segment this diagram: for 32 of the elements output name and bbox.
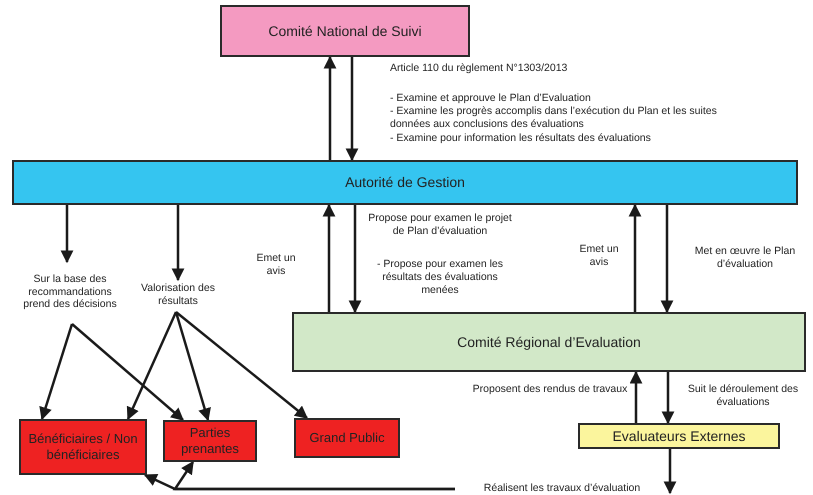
arrow xyxy=(324,56,336,160)
audience-box: Grand Public xyxy=(294,418,400,458)
arrow xyxy=(172,460,455,490)
evaluators-box: Evaluateurs Externes xyxy=(578,423,780,449)
arrow xyxy=(175,311,308,419)
note-text: Article 110 du règlement N°1303/2013 xyxy=(390,62,568,75)
authority-band: Autorité de Gestion xyxy=(12,160,798,205)
note-text: - Propose pour examen les résultats des évaluations menées xyxy=(376,258,504,297)
arrow xyxy=(126,311,178,420)
arrow xyxy=(172,205,184,282)
arrow xyxy=(662,372,674,424)
committee-box: Comité National de Suivi xyxy=(220,5,470,57)
arrow xyxy=(60,205,74,264)
arrow xyxy=(348,205,362,314)
note-text: Valorisation des résultats xyxy=(140,282,216,308)
note-text: - Examine les progrès accomplis dans l’exécution du Plan et les suites données aux conclusions des évaluations xyxy=(390,105,718,131)
note-text: - Examine et approuve le Plan d’Evaluation xyxy=(390,92,592,105)
arrow xyxy=(660,205,674,314)
arrow xyxy=(71,323,184,421)
arrow xyxy=(664,449,676,494)
note-text: - Examine pour information les résultats des évaluations xyxy=(390,132,652,145)
committee-box: Comité Régional d’Evaluation xyxy=(292,312,806,372)
audience-box: Parties prenantes xyxy=(163,420,257,462)
arrow xyxy=(628,204,642,312)
arrow xyxy=(630,370,642,423)
arrow xyxy=(346,57,358,162)
arrow xyxy=(39,324,74,420)
edge-label: Proposent des rendus de travaux xyxy=(470,383,630,396)
note-text: Sur la base des recommandations prend des décisions xyxy=(22,273,118,311)
audience-box: Bénéficiaires / Non bénéficiaires xyxy=(19,419,147,475)
arrow xyxy=(174,312,211,422)
arrow xyxy=(322,204,336,312)
